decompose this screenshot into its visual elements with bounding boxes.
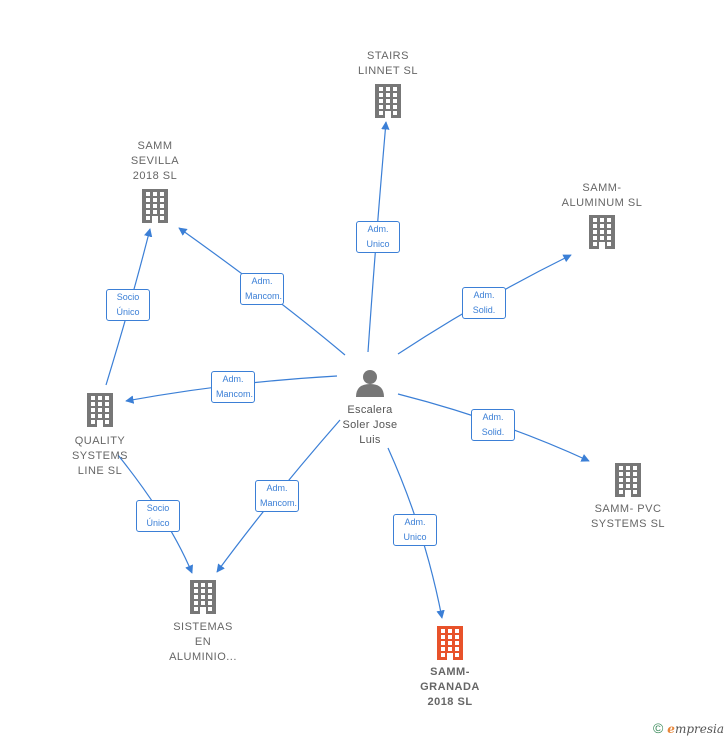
relation-label-line: Unico (403, 532, 427, 542)
company-name-line: SYSTEMS (71, 450, 129, 462)
building-icon[interactable] (615, 463, 641, 497)
company-label-pvc[interactable]: SAMM- PVC SYSTEMS SL (583, 502, 673, 532)
company-label-aluminum[interactable]: SAMM- ALUMINUM SL (552, 181, 652, 211)
building-icon[interactable] (87, 393, 113, 427)
company-name-line: SISTEMAS (173, 621, 233, 633)
person-name-line: Luis (359, 434, 381, 446)
relation-label-line: Adm. (266, 483, 288, 493)
relation-label-center-granada[interactable]: Adm. Unico (393, 514, 437, 546)
building-icon[interactable] (437, 626, 463, 660)
company-name-line: EN (194, 636, 212, 648)
relation-label-line: Adm. (367, 224, 389, 234)
relation-label-center-sistemas[interactable]: Adm. Mancom. (255, 480, 299, 512)
relation-label-line: Solid. (472, 305, 496, 315)
person-name-line: Escalera (347, 404, 393, 416)
company-name-line: LINNET SL (358, 65, 418, 77)
company-label-granada[interactable]: SAMM- GRANADA 2018 SL (405, 665, 495, 710)
relation-label-line: Adm. (473, 290, 495, 300)
relation-label-line: Único (146, 518, 170, 528)
company-name-line: SAMM- (430, 666, 470, 678)
company-name-line: SAMM- (582, 182, 622, 194)
company-name-line: SAMM (137, 140, 173, 152)
relation-label-line: Adm. (222, 374, 244, 384)
building-icon[interactable] (375, 84, 401, 118)
relation-label-center-quality[interactable]: Adm. Mancom. (211, 371, 255, 403)
relation-label-line: Unico (366, 239, 390, 249)
company-label-sistemas[interactable]: SISTEMAS EN ALUMINIO... (158, 620, 248, 665)
company-label-stairs[interactable]: STAIRS LINNET SL (343, 49, 433, 79)
company-name-line: LINE SL (77, 465, 123, 477)
empresia-logo: empresia (667, 722, 724, 736)
company-name-line: SEVILLA (130, 155, 180, 167)
person-name-line: Soler Jose (342, 419, 398, 431)
relation-label-center-pvc[interactable]: Adm. Solid. (471, 409, 515, 441)
company-name-line: 2018 SL (427, 696, 473, 708)
relation-label-line: Adm. (482, 412, 504, 422)
relation-label-line: Mancom. (245, 291, 283, 301)
company-name-line: SYSTEMS SL (590, 518, 666, 530)
relation-label-line: Socio (116, 292, 140, 302)
company-name-line: STAIRS (367, 50, 409, 62)
relation-label-line: Mancom. (216, 389, 254, 399)
footer-brand: ©empresia (653, 720, 724, 736)
company-name-line: ALUMINIO... (169, 651, 237, 663)
relation-label-center-stairs[interactable]: Adm. Unico (356, 221, 400, 253)
relation-label-line: Socio (146, 503, 170, 513)
company-name-line: QUALITY (74, 435, 126, 447)
relation-label-line: Solid. (481, 427, 505, 437)
building-icon[interactable] (589, 215, 615, 249)
relation-label-center-aluminum[interactable]: Adm. Solid. (462, 287, 506, 319)
copyright-icon: © (652, 720, 664, 736)
relation-label-line: Adm. (404, 517, 426, 527)
relation-label-line: Mancom. (260, 498, 298, 508)
relation-label-center-sevilla[interactable]: Adm. Mancom. (240, 273, 284, 305)
relation-label-line: Adm. (251, 276, 273, 286)
relation-label-line: Único (116, 307, 140, 317)
company-label-quality[interactable]: QUALITY SYSTEMS LINE SL (60, 434, 140, 479)
company-name-line: 2018 SL (132, 170, 178, 182)
person-icon[interactable] (356, 370, 384, 397)
company-name-line: ALUMINUM SL (561, 197, 643, 209)
company-name-line: SAMM- PVC (594, 503, 662, 515)
company-label-sevilla[interactable]: SAMM SEVILLA 2018 SL (115, 139, 195, 184)
building-icon[interactable] (142, 189, 168, 223)
company-name-line: GRANADA (420, 681, 480, 693)
building-icon[interactable] (190, 580, 216, 614)
